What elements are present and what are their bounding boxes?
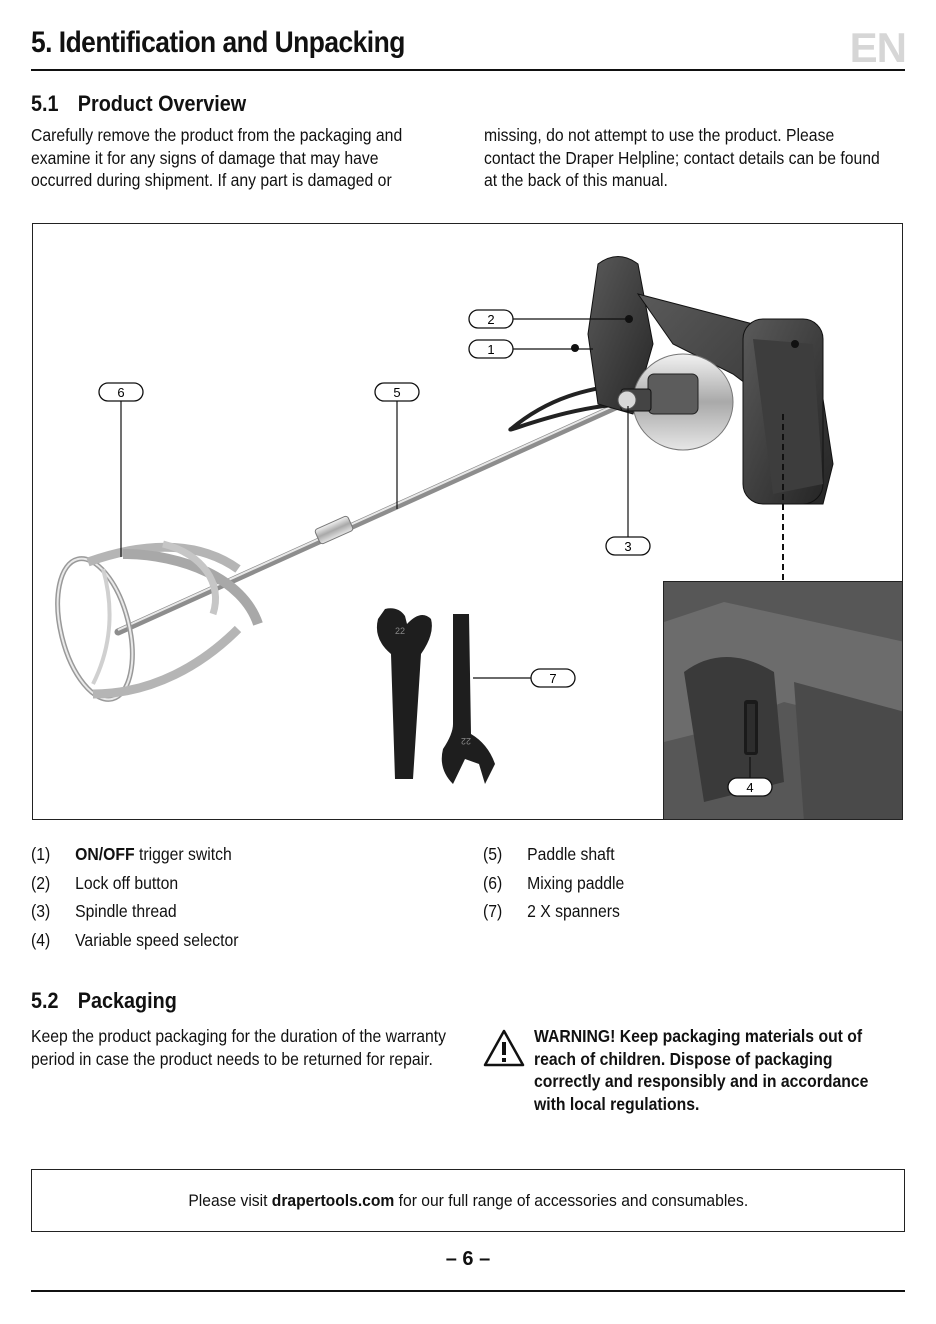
section-title: Product Overview xyxy=(77,91,247,116)
shaft-coupling-shape xyxy=(314,515,354,545)
part-number: (2) xyxy=(31,873,51,893)
spanner-mark-2: 22 xyxy=(461,736,471,746)
part-label: Variable speed selector xyxy=(75,930,239,950)
visit-website-box: Please visit drapertools.com for our ful… xyxy=(31,1169,905,1232)
section-heading-packaging: 5.2 Packaging xyxy=(31,988,177,1014)
page-title: 5. Identification and Unpacking xyxy=(31,26,405,59)
callout-labels: 2 1 6 5 3 7 xyxy=(98,309,651,688)
list-item: (5) Paddle shaft xyxy=(483,844,615,865)
list-item: (7) 2 X spanners xyxy=(483,901,620,922)
part-label: Lock off button xyxy=(75,873,179,893)
callout-6-label: 6 xyxy=(117,385,124,400)
section-number: 5.1 xyxy=(31,91,59,116)
part-label-bold: ON/OFF xyxy=(75,844,135,864)
product-illustration: 22 22 2 1 6 xyxy=(55,256,834,784)
language-badge: EN xyxy=(849,24,907,71)
visit-text-after: for our full range of accessories and co… xyxy=(394,1190,748,1210)
overview-paragraph-left: Carefully remove the product from the pa… xyxy=(31,125,403,190)
part-label: 2 X spanners xyxy=(527,901,620,921)
section-title: Packaging xyxy=(77,988,177,1013)
part-number: (6) xyxy=(483,873,503,893)
paddle-shaft-shape xyxy=(114,395,637,636)
part-label: trigger switch xyxy=(134,844,232,864)
mixing-paddle-shape xyxy=(55,540,263,702)
part-number: (3) xyxy=(31,901,51,921)
part-number: (4) xyxy=(31,930,51,950)
section-heading-product-overview: 5.1 Product Overview xyxy=(31,91,246,117)
part-number: (1) xyxy=(31,844,51,864)
callout-5-label: 5 xyxy=(393,385,400,400)
part-label: Paddle shaft xyxy=(527,844,615,864)
section-number: 5.2 xyxy=(31,988,59,1013)
part-label: Spindle thread xyxy=(75,901,177,921)
speed-selector-inset: 4 xyxy=(663,581,902,819)
warning-text: WARNING! Keep packaging materials out of… xyxy=(534,1026,869,1114)
spanner-mark-1: 22 xyxy=(395,626,405,636)
visit-website-text: Please visit drapertools.com for our ful… xyxy=(188,1191,748,1211)
list-item: (3) Spindle thread xyxy=(31,901,177,922)
callout-4-label: 4 xyxy=(746,780,753,795)
callout-1-label: 1 xyxy=(487,342,494,357)
overview-paragraph-right: missing, do not attempt to use the produ… xyxy=(484,125,880,190)
part-label: Mixing paddle xyxy=(527,873,625,893)
list-item: (6) Mixing paddle xyxy=(483,873,624,894)
part-number: (7) xyxy=(483,901,503,921)
mixer-body-shape xyxy=(571,256,834,505)
callout-2: 2 xyxy=(468,309,514,329)
callout-7-label: 7 xyxy=(549,671,556,686)
callout-2-label: 2 xyxy=(487,312,494,327)
spanners-shape: 22 22 xyxy=(376,608,495,784)
list-item: (2) Lock off button xyxy=(31,873,178,894)
visit-text-before: Please visit xyxy=(188,1190,272,1210)
callout-3-label: 3 xyxy=(624,539,631,554)
product-figure: 22 22 2 1 6 xyxy=(32,223,903,820)
callout-7: 7 xyxy=(530,668,576,688)
page-number: – 6 – xyxy=(445,1248,491,1270)
callout-6: 6 xyxy=(98,382,144,402)
website-link[interactable]: drapertools.com xyxy=(271,1190,395,1210)
title-divider xyxy=(31,69,905,71)
inset-illustration: 4 xyxy=(664,582,902,819)
warning-icon xyxy=(483,1029,525,1067)
callout-3: 3 xyxy=(605,536,651,556)
footer-divider xyxy=(31,1290,905,1292)
list-item: (1) ON/OFF trigger switch xyxy=(31,844,232,865)
packaging-paragraph: Keep the product packaging for the durat… xyxy=(31,1026,447,1069)
part-number: (5) xyxy=(483,844,503,864)
callout-1: 1 xyxy=(468,339,514,359)
list-item: (4) Variable speed selector xyxy=(31,930,239,951)
callout-4: 4 xyxy=(727,777,773,797)
callout-5: 5 xyxy=(374,382,420,402)
